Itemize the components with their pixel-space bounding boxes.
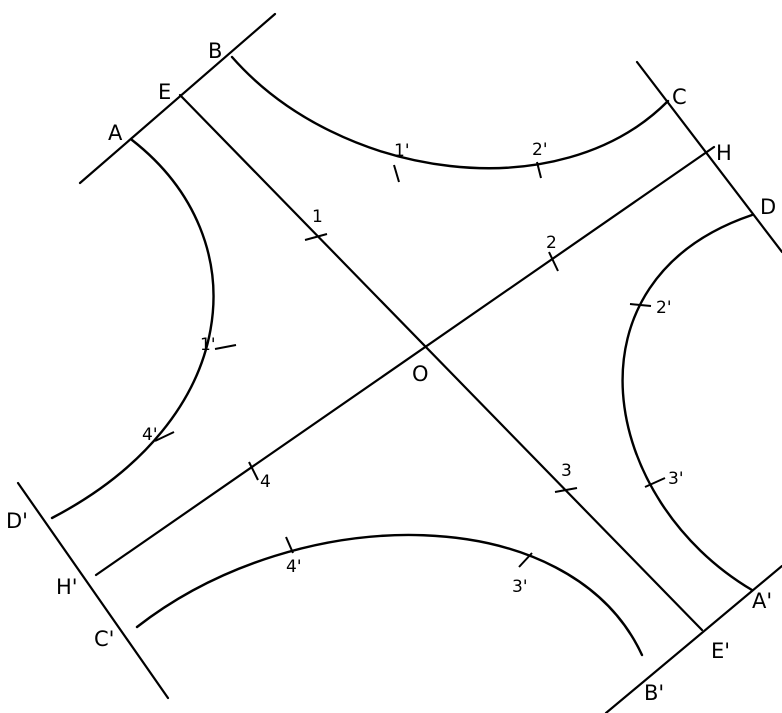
- arc-left-A-D-prime: [50, 138, 215, 520]
- label-A-prime: A': [752, 589, 772, 613]
- tick-left-1p: [214, 344, 237, 350]
- label-B: B: [208, 39, 222, 63]
- tick-top-2p: [536, 161, 542, 179]
- diagonal-H-H-prime: [94, 145, 716, 577]
- label-E-prime: E': [711, 639, 730, 663]
- label-C: C: [672, 85, 687, 109]
- label-B-prime: B': [644, 681, 664, 705]
- tick-label-1: 1: [312, 207, 323, 227]
- label-E: E: [158, 80, 171, 104]
- tick-label-left-1p: 1': [200, 335, 216, 355]
- tick-label-3: 3: [561, 461, 572, 481]
- tick-2: [548, 251, 559, 272]
- label-H-prime: H': [56, 575, 78, 599]
- tick-label-4: 4: [260, 472, 271, 492]
- tick-label-right-3p: 3': [668, 469, 684, 489]
- tick-4: [248, 461, 259, 481]
- tick-label-bottom-4p: 4': [286, 557, 302, 577]
- label-D-prime: D': [6, 509, 28, 533]
- diagonal-E-E-prime: [178, 93, 704, 632]
- tick-3: [554, 487, 578, 493]
- tick-bottom-4p: [285, 536, 294, 554]
- arc-bottom-C-prime-B-prime: [135, 533, 644, 657]
- boundary-line-top-left: [78, 12, 277, 185]
- tick-right-2p: [629, 303, 652, 307]
- tick-label-bottom-3p: 3': [512, 577, 528, 597]
- boundary-line-top-right: [635, 60, 782, 254]
- tick-label-top-2p: 2': [532, 140, 548, 160]
- tick-bottom-3p: [518, 552, 533, 568]
- label-H: H: [716, 141, 732, 165]
- tick-label-2: 2: [546, 233, 557, 253]
- label-A: A: [108, 121, 123, 145]
- tick-left-4p: [154, 431, 175, 442]
- tick-label-top-1p: 1': [394, 141, 410, 161]
- tick-1: [304, 233, 328, 241]
- tick-right-3p: [644, 477, 666, 488]
- label-O: O: [412, 362, 429, 386]
- boundary-line-bottom-left: [16, 481, 170, 700]
- label-C-prime: C': [94, 627, 114, 651]
- arc-top-B-C: [230, 55, 670, 170]
- arc-right-D-A-prime: [621, 213, 754, 592]
- tick-top-1p: [393, 164, 400, 183]
- label-D: D: [760, 195, 776, 219]
- tick-label-right-2p: 2': [656, 298, 672, 318]
- tick-label-left-4p: 4': [142, 425, 158, 445]
